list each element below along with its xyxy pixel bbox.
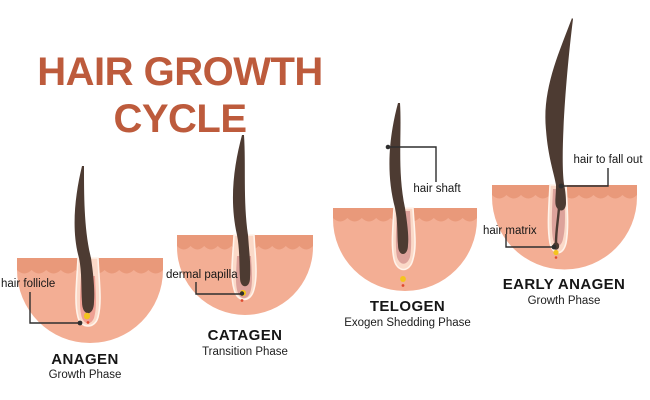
pointer-line xyxy=(388,146,437,182)
catagen-illustration xyxy=(177,135,313,315)
phase-name-anagen: ANAGEN xyxy=(51,351,119,368)
new-hair-strand xyxy=(554,206,561,245)
hair-strand xyxy=(389,103,409,254)
old-hair-strand xyxy=(545,18,573,211)
page-title: HAIR GROWTH CYCLE xyxy=(37,49,323,141)
pointer-dot-fall-out xyxy=(558,183,564,189)
papilla-mark xyxy=(554,256,558,259)
label-hair-follicle: hair follicle xyxy=(1,278,56,290)
label-hair-to-fall-out: hair to fall out xyxy=(573,154,643,166)
anagen-illustration xyxy=(16,166,163,343)
pointer-dot xyxy=(77,320,83,326)
phase-name-early-anagen: EARLY ANAGEN xyxy=(502,276,626,293)
phase-subtitle-telogen: Exogen Shedding Phase xyxy=(344,317,471,329)
telogen-illustration xyxy=(333,103,477,291)
phase-subtitle-early-anagen: Growth Phase xyxy=(527,295,601,307)
early-anagen-illustration xyxy=(492,18,637,270)
phase-subtitle-anagen: Growth Phase xyxy=(48,369,122,381)
pointer-line xyxy=(195,282,241,295)
figure-early-anagen: hair to fall out hair matrix EARLY ANAGE… xyxy=(478,5,650,317)
phase-name-telogen: TELOGEN xyxy=(369,298,446,315)
papilla-mark xyxy=(240,299,244,302)
label-dermal-papilla: dermal papilla xyxy=(166,269,238,281)
pointer-line-matrix xyxy=(505,234,553,248)
pointer-line xyxy=(29,292,80,324)
hair-matrix-dot xyxy=(400,276,406,282)
pointer-dot-matrix xyxy=(551,244,557,250)
hair-matrix-dot xyxy=(553,249,559,256)
pointer-dot xyxy=(239,291,245,296)
hair-matrix-dot xyxy=(83,312,91,320)
phase-name-catagen: CATAGEN xyxy=(207,327,283,344)
pointer-dot xyxy=(385,144,391,150)
figure-catagen: dermal papilla CATAGEN Transition Phase xyxy=(165,130,325,370)
hair-strand xyxy=(74,166,95,314)
phase-subtitle-catagen: Transition Phase xyxy=(202,346,288,358)
hair-strand xyxy=(232,135,251,287)
pointer-line-fall-out xyxy=(561,168,609,187)
figure-telogen: hair shaft TELOGEN Exogen Shedding Phase xyxy=(325,95,490,335)
label-hair-matrix: hair matrix xyxy=(483,225,537,237)
label-hair-shaft: hair shaft xyxy=(413,183,461,195)
papilla-mark xyxy=(86,321,90,324)
papilla-mark xyxy=(401,284,405,287)
figure-anagen: hair follicle ANAGEN Growth Phase xyxy=(0,150,170,395)
